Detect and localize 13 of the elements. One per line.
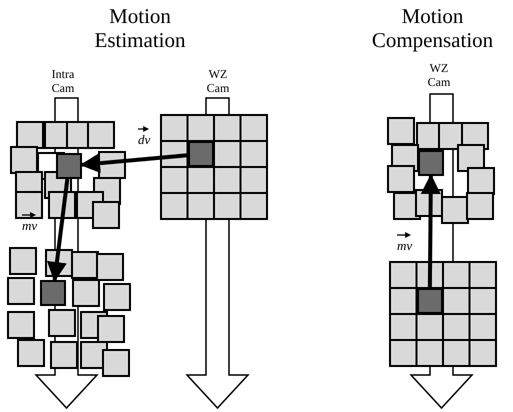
motion-vector-arrow (80, 153, 188, 174)
highlighted-block (416, 288, 443, 314)
motion-vector-arrow (420, 174, 441, 288)
panel-title: Motion Estimation (94, 4, 186, 52)
camera-label: WZ Cam (206, 68, 230, 96)
camera-label: Intra Cam (50, 68, 76, 96)
highlighted-block (188, 141, 214, 167)
highlighted-block (418, 150, 444, 176)
highlighted-block (56, 153, 82, 179)
highlighted-block (40, 280, 66, 306)
motion-vector-arrow (46, 178, 70, 282)
panel-title: Motion Compensation (370, 4, 494, 52)
camera-label: WZ Cam (426, 62, 452, 90)
